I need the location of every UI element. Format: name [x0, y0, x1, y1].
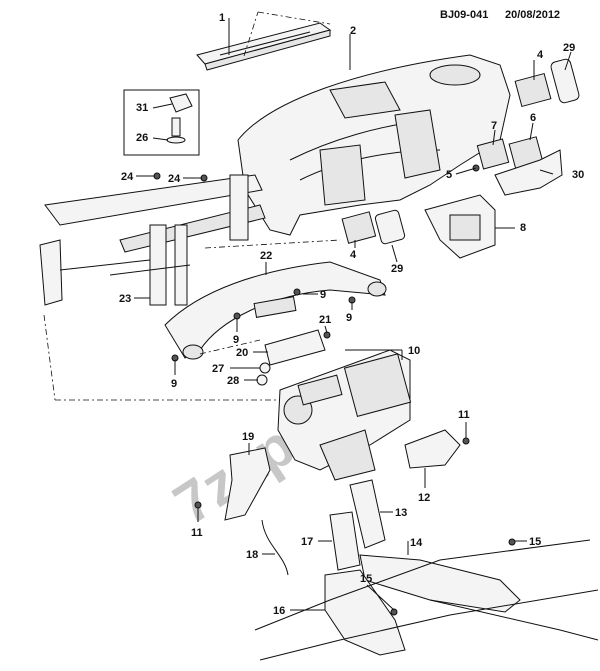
callout-17: 17	[301, 536, 313, 548]
leader-lines	[134, 18, 572, 611]
callout-26: 26	[136, 132, 148, 144]
callout-10: 10	[408, 345, 420, 357]
callout-16: 16	[273, 605, 285, 617]
callout-11-right: 11	[458, 409, 470, 421]
callout-15-lower: 15	[360, 573, 372, 585]
callout-12: 12	[418, 492, 430, 504]
callout-15-right: 15	[529, 536, 541, 548]
callout-28: 28	[227, 375, 239, 387]
part-drain-hose	[261, 519, 289, 576]
callout-6: 6	[530, 112, 536, 124]
callout-14: 14	[410, 537, 423, 549]
part-air-duct	[164, 261, 387, 360]
callout-27: 27	[212, 363, 224, 375]
callout-2: 2	[350, 25, 356, 37]
part-cross-car-beam	[39, 174, 266, 306]
part-gasket	[264, 329, 326, 366]
part-center-vents	[476, 136, 563, 196]
callout-11-left: 11	[191, 527, 203, 539]
callout-19: 19	[242, 431, 254, 443]
callout-9-b: 9	[233, 334, 239, 346]
callout-5: 5	[446, 169, 452, 181]
callout-labels: 1 2 4 29 31 26 7 6 5 30 24 24 8 4 29 22 …	[119, 12, 584, 617]
callout-18: 18	[246, 549, 258, 561]
callout-4-top: 4	[537, 49, 544, 61]
callout-8: 8	[520, 222, 526, 234]
part-side-vent-left	[341, 209, 406, 245]
part-instrument-panel	[237, 54, 511, 236]
part-fasteners-27-28	[256, 362, 271, 386]
part-side-vent-right	[514, 58, 580, 108]
callout-9-a: 9	[320, 289, 326, 301]
callout-4-lower: 4	[350, 249, 357, 261]
callout-1: 1	[219, 12, 225, 24]
callout-21: 21	[319, 314, 331, 326]
bolt-markers	[153, 164, 516, 616]
callout-9-c: 9	[346, 312, 352, 324]
part-floor-ducts	[324, 554, 521, 656]
floor-pan-outline	[254, 539, 599, 661]
diagram-date: 20/08/2012	[505, 9, 560, 21]
callout-22: 22	[260, 250, 272, 262]
inset-box-fasteners	[123, 89, 200, 156]
part-rear-ducts	[329, 479, 386, 571]
part-floor-duct-right	[404, 429, 461, 469]
callout-29-top: 29	[563, 42, 575, 54]
callout-29-lower: 29	[391, 263, 403, 275]
callout-24-left: 24	[121, 171, 134, 183]
callout-23: 23	[119, 293, 131, 305]
part-hvac-module	[277, 349, 412, 481]
callout-9-d: 9	[171, 378, 177, 390]
alignment-lines	[43, 11, 341, 401]
diagram-code: BJ09-041	[440, 9, 488, 21]
callout-13: 13	[395, 507, 407, 519]
callout-7: 7	[491, 120, 497, 132]
part-defroster-grille	[196, 22, 332, 71]
callout-24-right: 24	[168, 173, 181, 185]
callout-31: 31	[136, 102, 148, 114]
callout-20: 20	[236, 347, 248, 359]
part-center-bezel	[424, 194, 496, 259]
callout-30: 30	[572, 169, 584, 181]
part-footwell-duct-left	[224, 447, 271, 521]
